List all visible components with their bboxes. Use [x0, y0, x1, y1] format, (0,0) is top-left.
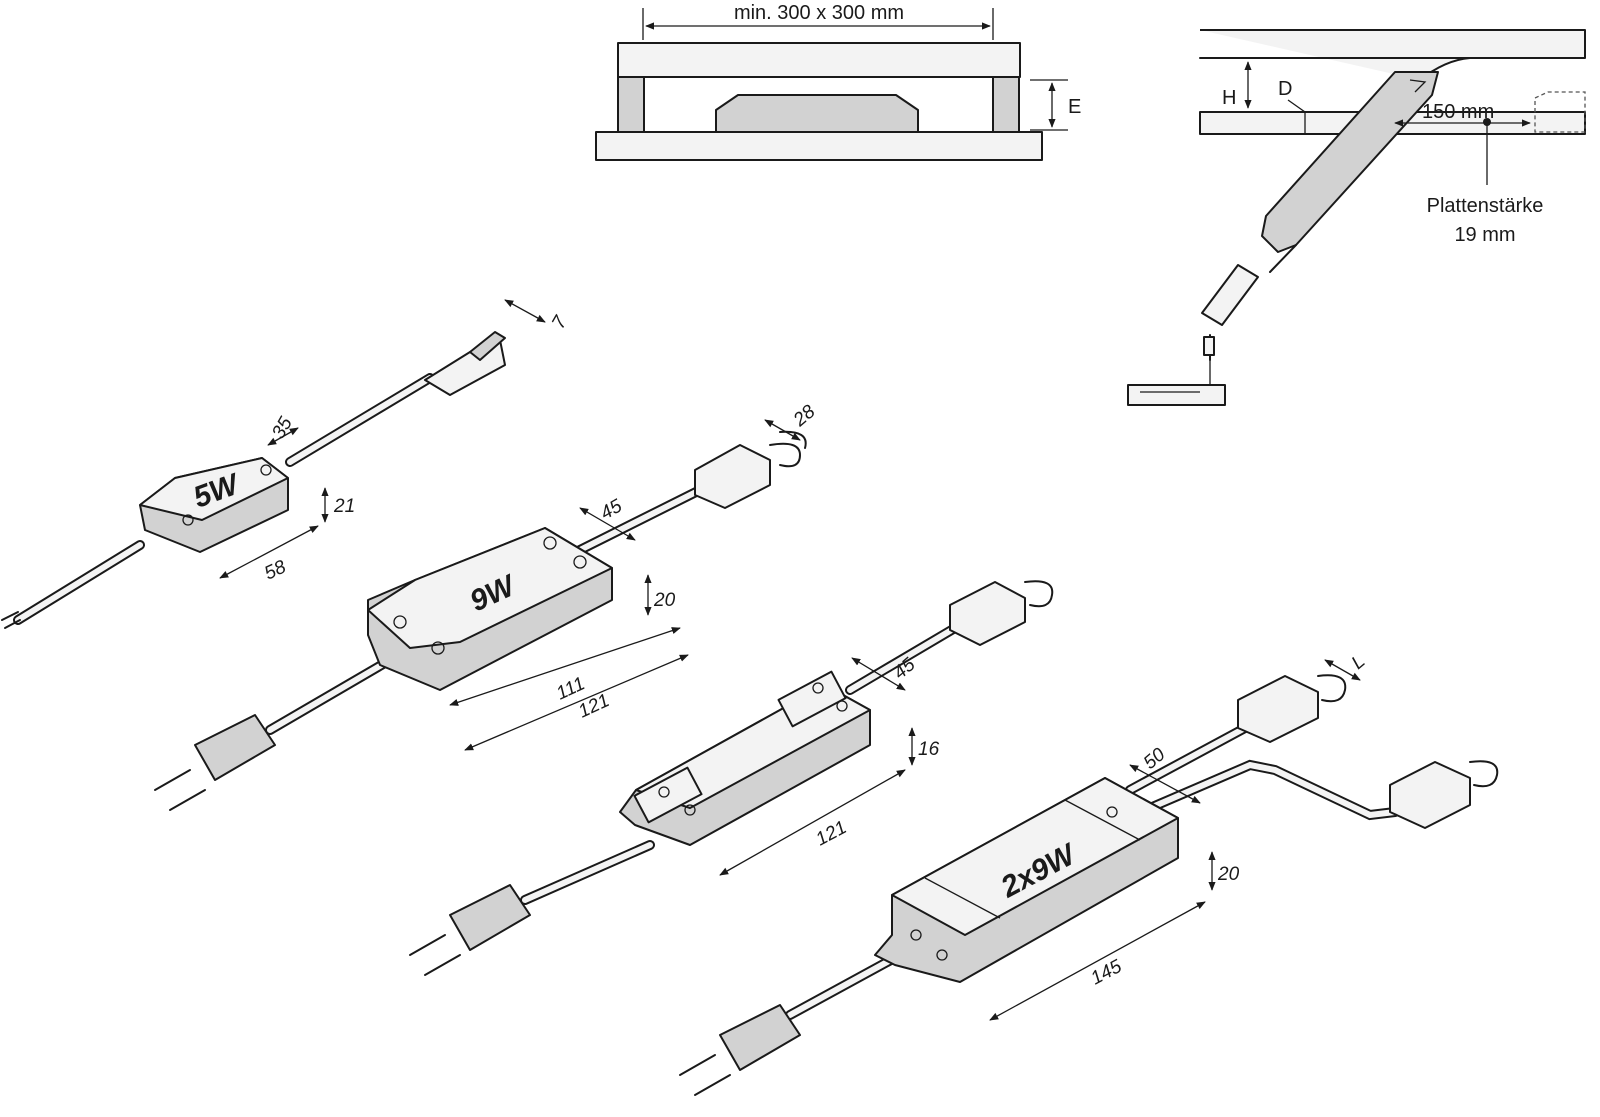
e-label: E — [1068, 96, 1081, 118]
driver-9w-plug: 28 — [789, 401, 820, 432]
plate-thickness-label: Plattenstärke — [1427, 195, 1544, 217]
driver-5w-cable: 35 — [268, 413, 297, 442]
driver-5w-length: 58 — [261, 556, 289, 584]
driver-2x9w-height: 20 — [1217, 864, 1240, 885]
driver-5w-plug: 7 — [548, 312, 572, 333]
section-view-diagram: H D 150 mm Plattenstärke 19 mm — [1127, 29, 1586, 406]
driver-2x9w-length: 145 — [1087, 956, 1125, 990]
driver-5w: 5W 58 21 35 7 — [1, 299, 572, 629]
min-size-label: min. 300 x 300 mm — [734, 2, 904, 24]
plate-thickness-value: 19 mm — [1454, 224, 1515, 246]
mounting-frame-diagram: min. 300 x 300 mm E — [595, 2, 1081, 161]
driver-flat: 121 16 45 — [409, 580, 1054, 976]
d-label: D — [1278, 78, 1292, 100]
driver-9w-height: 20 — [653, 590, 676, 611]
h-label: H — [1222, 87, 1236, 109]
driver-flat-height: 16 — [918, 739, 940, 760]
driver-5w-height: 21 — [333, 496, 355, 517]
distance-label: 150 mm — [1422, 101, 1494, 123]
driver-9w: 9W 111 121 20 45 28 — [154, 401, 820, 811]
driver-flat-length: 121 — [812, 817, 850, 850]
driver-2x9w-plug: L — [1348, 651, 1370, 674]
